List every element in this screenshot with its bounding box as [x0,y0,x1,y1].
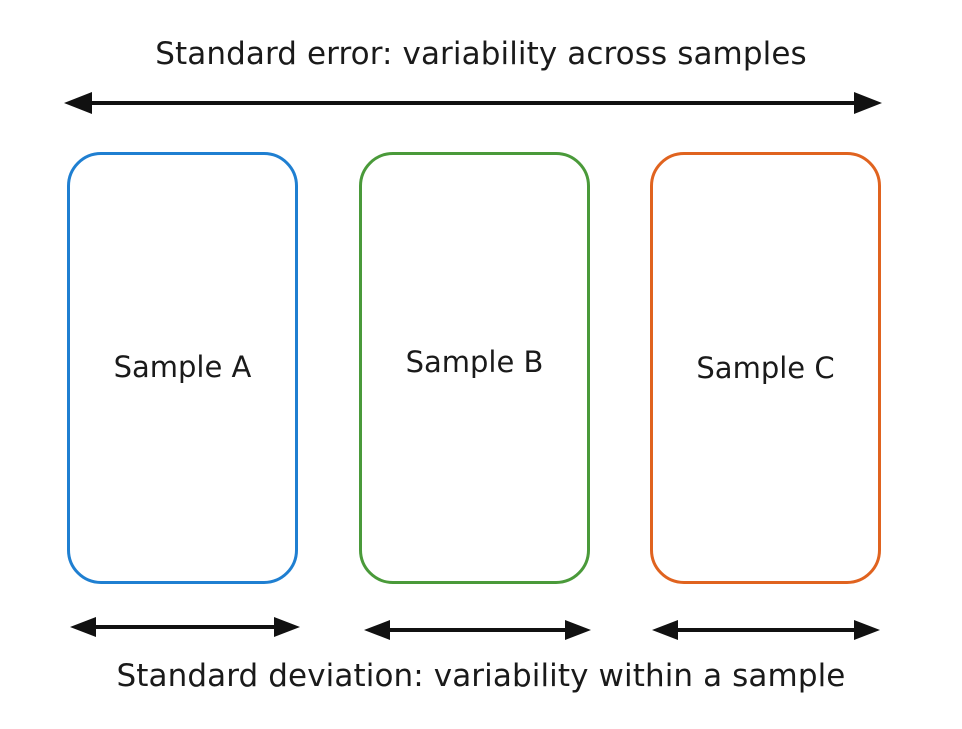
sample-a-box: Sample A [67,152,298,584]
sample-b-deviation-arrow [364,620,591,640]
sample-c-deviation-arrow [652,620,880,640]
sample-a-deviation-arrow [70,617,300,637]
standard-error-label: Standard error: variability across sampl… [155,36,807,72]
standard-deviation-label: Standard deviation: variability within a… [116,658,846,694]
sample-b-box: Sample B [359,152,590,584]
sample-b-label: Sample B [405,345,544,379]
sample-a-label: Sample A [113,350,252,384]
standard-error-arrow [64,92,882,114]
sample-c-label: Sample C [696,351,835,385]
sample-c-box: Sample C [650,152,881,584]
